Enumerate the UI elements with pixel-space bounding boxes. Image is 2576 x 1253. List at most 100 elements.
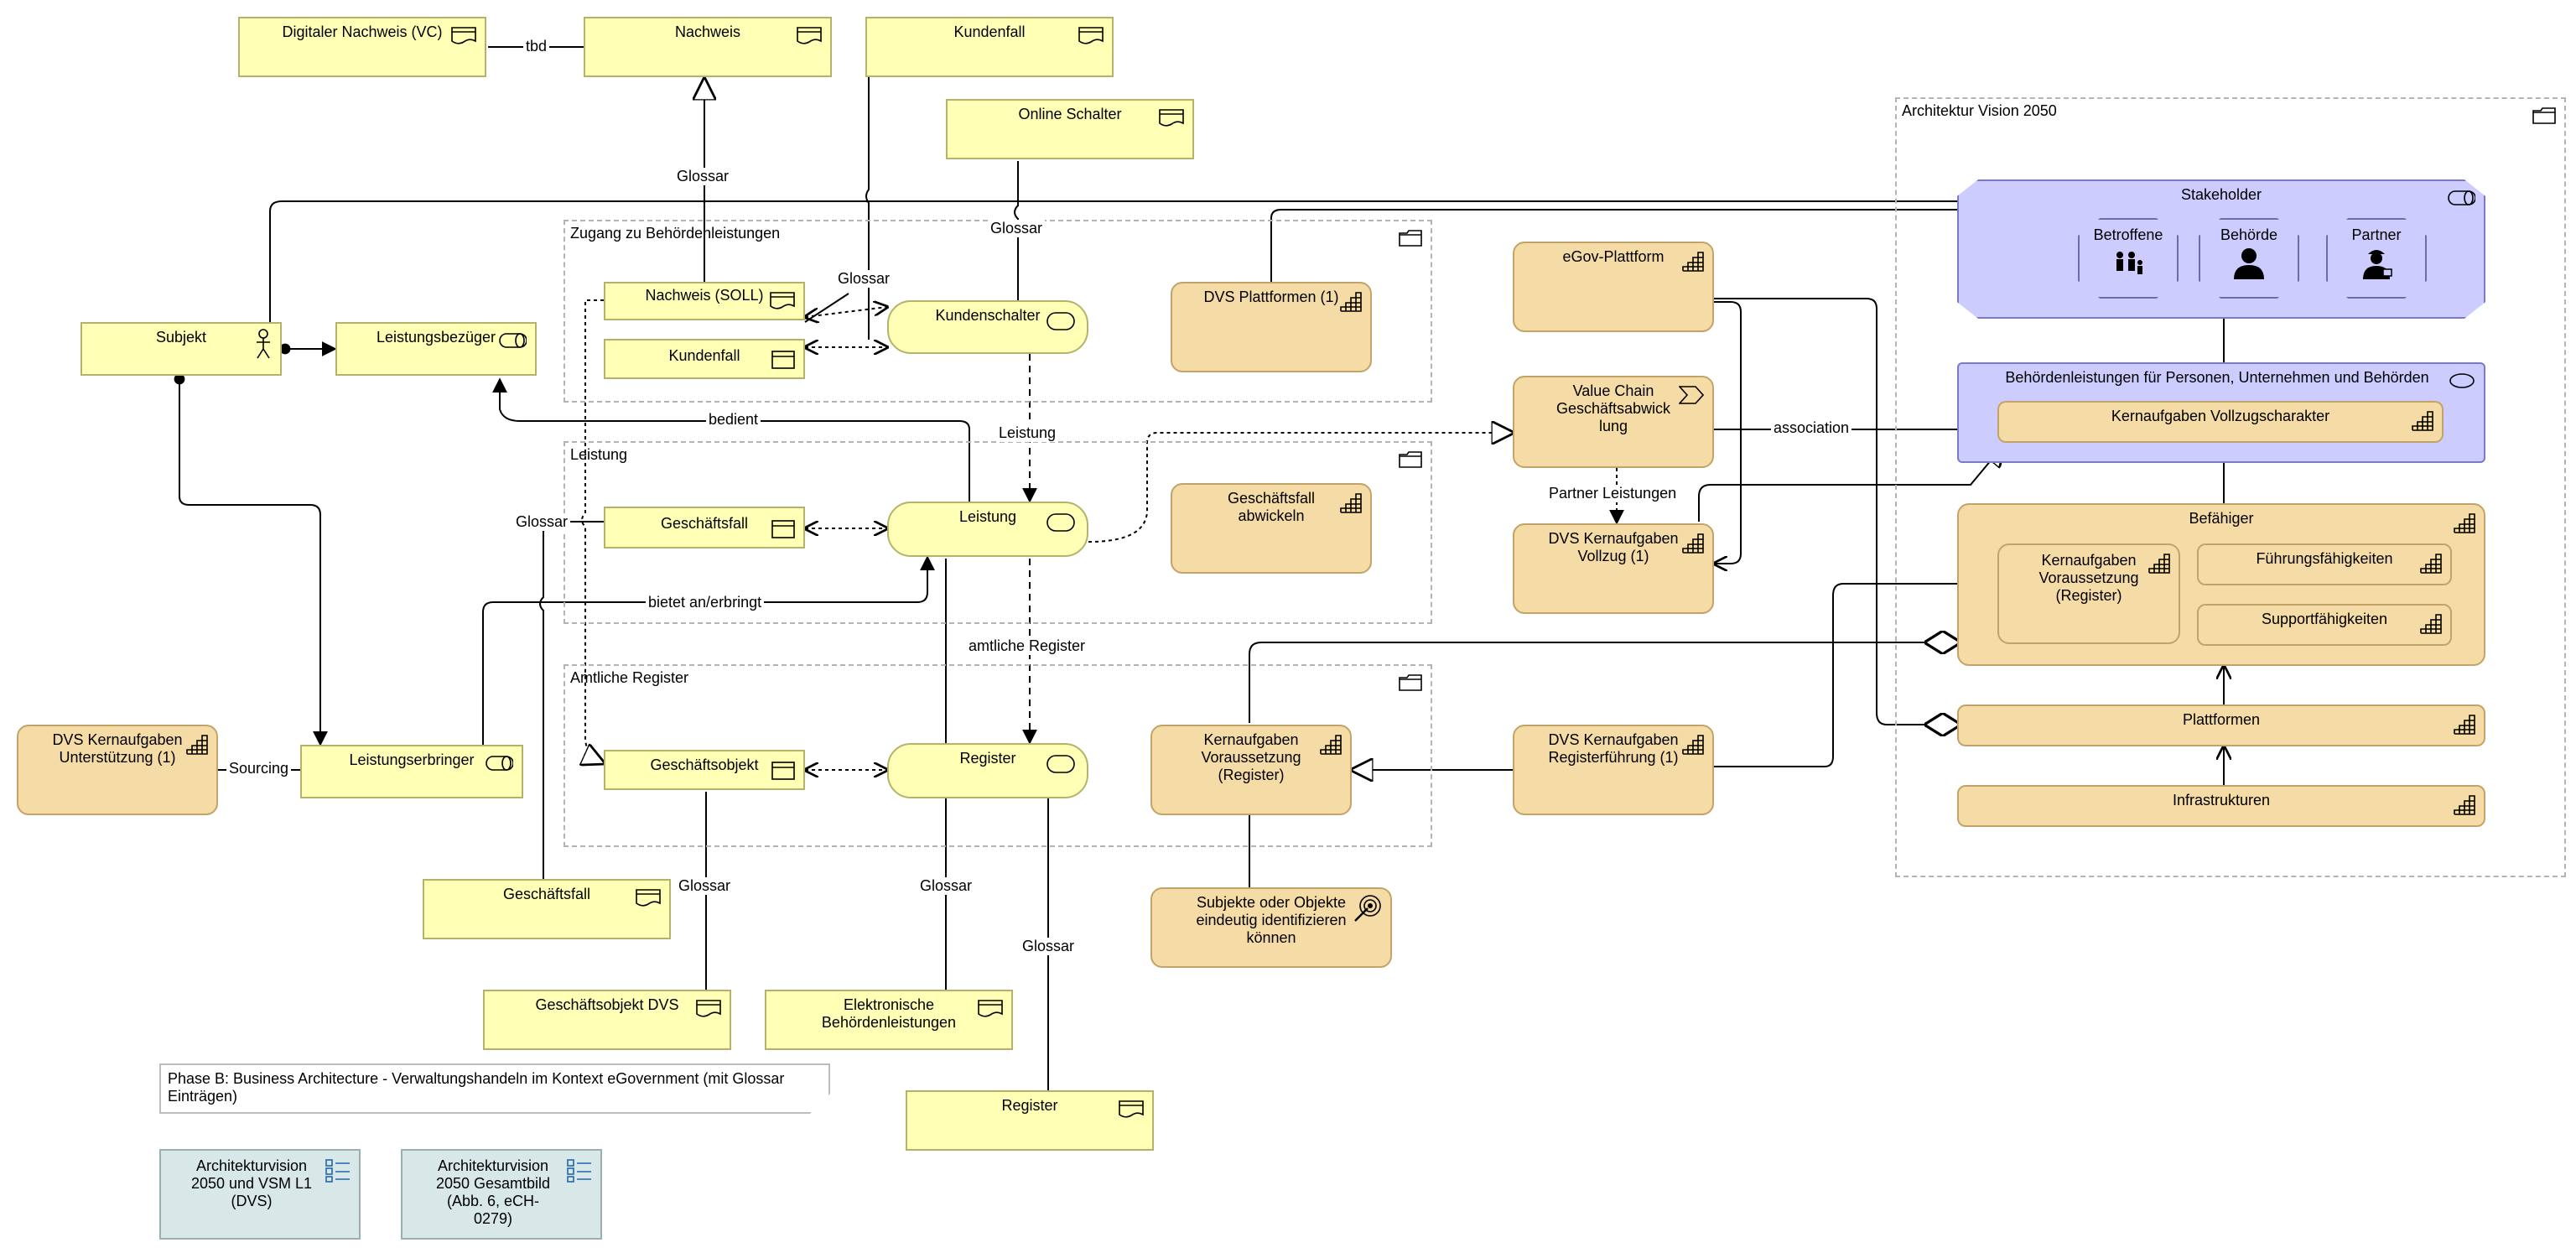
group-label: Amtliche Register: [570, 669, 689, 686]
group-label: Architektur Vision 2050: [1902, 102, 2057, 119]
node-plattformen[interactable]: Plattformen: [1957, 704, 2485, 746]
stairs-icon: [2412, 411, 2433, 431]
node-geschaeftsfall-bottom[interactable]: Geschäftsfall: [423, 879, 671, 939]
node-kernaufgaben-vollzug[interactable]: Kernaufgaben Vollzugscharakter: [1997, 401, 2444, 443]
stairs-icon: [2454, 513, 2475, 533]
edge-nachweis-kundenschalter: [805, 307, 887, 317]
stairs-icon: [1340, 493, 1362, 513]
stakeholder-behoerde[interactable]: Behörde: [2199, 218, 2299, 299]
node-leistungsbezueger[interactable]: Leistungsbezüger: [335, 322, 537, 376]
folder-icon: [1399, 451, 1422, 468]
edge-subjekt-stakeholder: [269, 200, 1957, 322]
stakeholder-betroffene[interactable]: Betroffene: [2078, 218, 2179, 299]
business-object-icon: [771, 520, 795, 538]
node-infrastrukturen[interactable]: Infrastrukturen: [1957, 785, 2485, 827]
node-geschaeftsfall-inner[interactable]: Geschäftsfall: [604, 507, 805, 549]
business-object-icon: [771, 351, 795, 369]
person-icon: [257, 329, 270, 359]
node-subjekte-objekte[interactable]: Subjekte oder Objekte eindeutig identifi…: [1150, 887, 1392, 968]
edge-vollzug-kern: [1698, 445, 2004, 522]
node-geschaeftsobjekt[interactable]: Geschäftsobjekt: [604, 750, 805, 790]
stairs-icon: [2454, 795, 2475, 815]
node-nachweis-soll[interactable]: Nachweis (SOLL): [604, 282, 805, 320]
document-icon: [451, 27, 476, 44]
edge-online-kundenschalter: [1014, 161, 1019, 300]
group-vision: Architektur Vision 2050: [1895, 97, 2566, 877]
document-icon: [696, 1000, 721, 1017]
node-dvs-vollzug[interactable]: DVS Kernaufgaben Vollzug (1): [1513, 523, 1714, 614]
node-online-schalter[interactable]: Online Schalter: [946, 99, 1194, 159]
diagram-note: Phase B: Business Architecture - Verwalt…: [159, 1063, 830, 1114]
edge-glossar-kundenfall-diag: [804, 293, 849, 323]
node-kundenfall-inner[interactable]: Kundenfall: [604, 339, 805, 379]
worker-icon: [2363, 250, 2392, 279]
edge-label-partner-leistungen: Partner Leistungen: [1546, 485, 1680, 502]
group-leistung: Leistung: [564, 441, 1432, 624]
family-icon: [2116, 252, 2142, 274]
node-register-bottom[interactable]: Register: [906, 1090, 1154, 1151]
node-kundenfall-top[interactable]: Kundenfall: [865, 17, 1114, 77]
group-label: Leistung: [570, 446, 628, 463]
edge-label-tbd: tbd: [523, 38, 550, 55]
node-elektronische[interactable]: Elektronische Behördenleistungen: [765, 990, 1013, 1050]
stairs-icon: [1320, 735, 1342, 755]
edge-label-association: association: [1771, 419, 1852, 437]
edge-label-glossar: Glossar: [835, 270, 893, 288]
edge-egov-plattformen: [1712, 298, 1959, 725]
stairs-icon: [1682, 735, 1704, 755]
node-dvs-unterstuetzung[interactable]: DVS Kernaufgaben Unterstützung (1): [17, 725, 218, 815]
node-register-service[interactable]: Register: [887, 743, 1088, 798]
node-supportfaehigkeiten[interactable]: Supportfähigkeiten: [2197, 604, 2452, 646]
edge-label-sourcing: Sourcing: [226, 760, 292, 777]
node-kernaufgaben-vorauss-mid[interactable]: Kernaufgaben Voraussetzung (Register): [1150, 725, 1352, 815]
stairs-icon: [1682, 533, 1704, 554]
stairs-icon: [1340, 292, 1362, 312]
node-egov-plattform[interactable]: eGov-Plattform: [1513, 242, 1714, 332]
edge-label-glossar: Glossar: [674, 168, 732, 185]
role-icon: [2448, 190, 2475, 205]
person-silhouette-icon: [2234, 248, 2264, 279]
document-icon: [797, 27, 822, 44]
edge-leistung-valuechain: [1088, 433, 1513, 543]
edge-label-glossar: Glossar: [513, 513, 571, 531]
edge-label-glossar: Glossar: [917, 877, 975, 895]
node-digitaler-nachweis[interactable]: Digitaler Nachweis (VC): [238, 17, 486, 77]
node-fuehrungsfaehigkeiten[interactable]: Führungsfähigkeiten: [2197, 543, 2452, 585]
node-leistung-service[interactable]: Leistung: [887, 502, 1088, 557]
document-icon: [1159, 109, 1184, 127]
ellipse-icon: [2449, 373, 2475, 388]
node-dvs-registerfuehrung[interactable]: DVS Kernaufgaben Registerführung (1): [1513, 725, 1714, 815]
stairs-icon: [1682, 252, 1704, 272]
stakeholder-partner[interactable]: Partner: [2326, 218, 2427, 299]
edge-label-bietet: bietet an/erbringt: [646, 594, 765, 611]
document-icon: [770, 292, 795, 309]
stairs-icon: [2420, 614, 2442, 634]
business-object-icon: [771, 762, 795, 780]
edge-label-glossar: Glossar: [676, 877, 734, 895]
document-icon: [1078, 27, 1104, 44]
node-geschaeftsobjekt-dvs[interactable]: Geschäftsobjekt DVS: [483, 990, 731, 1050]
node-leistungserbringer[interactable]: Leistungserbringer: [300, 745, 523, 798]
edge-label-glossar: Glossar: [1020, 938, 1078, 955]
node-vision-vsm[interactable]: Architekturvision 2050 und VSM L1 (DVS): [159, 1149, 361, 1240]
node-nachweis[interactable]: Nachweis: [584, 17, 832, 77]
edge-kundenfall-glossar: [865, 77, 870, 340]
node-kundenschalter[interactable]: Kundenschalter: [887, 300, 1088, 354]
edge-nachweis-geschaeftsobjekt: [582, 299, 604, 763]
stairs-icon: [2454, 715, 2475, 735]
role-icon: [486, 756, 513, 771]
node-dvs-plattformen[interactable]: DVS Plattformen (1): [1171, 282, 1372, 372]
stairs-icon: [186, 735, 208, 755]
group-register: Amtliche Register: [564, 664, 1432, 847]
node-subjekt[interactable]: Subjekt: [80, 322, 282, 376]
node-geschaeftsfall-abwickeln[interactable]: Geschäftsfall abwickeln: [1171, 483, 1372, 574]
edge-dvsplattf-stakeholder: [1270, 209, 1957, 282]
node-vision-gesamtbild[interactable]: Architekturvision 2050 Gesamtbild (Abb. …: [401, 1149, 602, 1240]
edge-label-leistung: Leistung: [996, 424, 1059, 442]
node-kernaufgaben-vorauss-right[interactable]: Kernaufgaben Voraussetzung (Register): [1997, 543, 2180, 644]
edge-subjekt-erbringer: [174, 373, 328, 746]
node-value-chain[interactable]: Value Chain Geschäftsabwick lung: [1513, 376, 1714, 468]
list-icon: [325, 1159, 350, 1183]
stairs-icon: [2148, 554, 2170, 574]
